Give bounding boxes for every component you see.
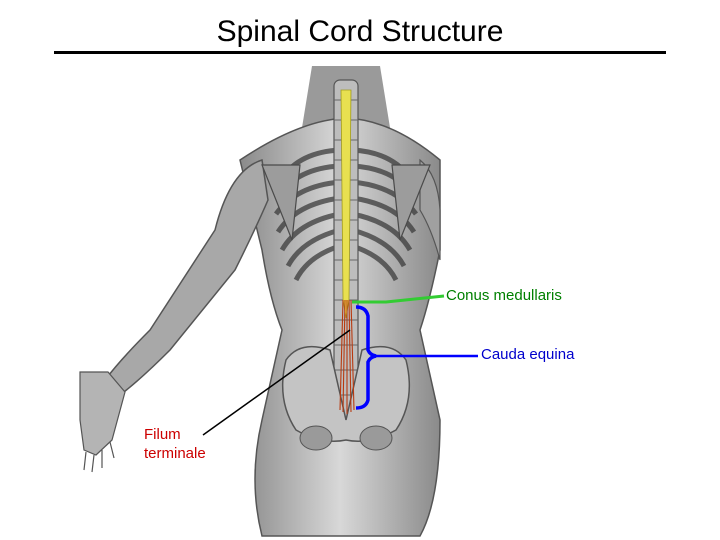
slide-title: Spinal Cord Structure	[216, 15, 504, 48]
spinal-cord	[340, 89, 352, 319]
label-filum-terminale: Filum terminale	[144, 426, 206, 462]
torso-illustration	[79, 66, 441, 537]
title-underline	[54, 51, 666, 54]
cauda-equina-roots	[339, 299, 355, 414]
anatomy-illustration	[79, 66, 478, 537]
label-conus-medullaris: Conus medullaris	[446, 287, 562, 304]
filum-terminale-pointer	[202, 329, 351, 436]
label-cauda-equina: Cauda equina	[481, 346, 575, 363]
conus-medullaris-pointer	[352, 294, 445, 304]
